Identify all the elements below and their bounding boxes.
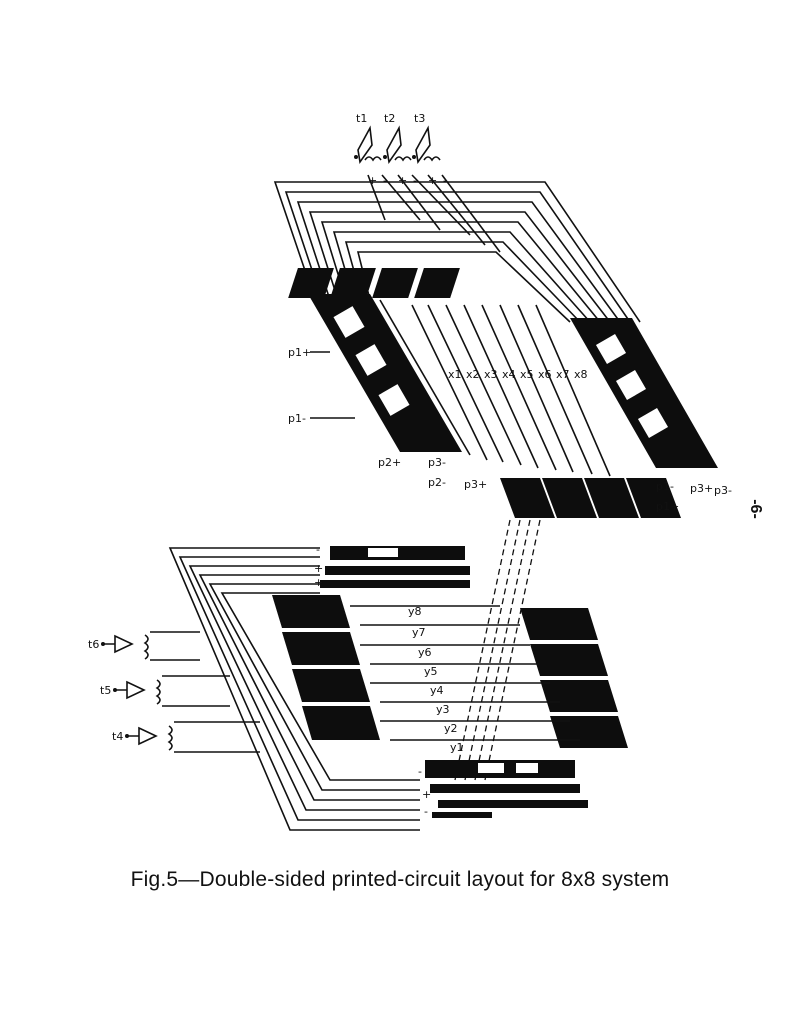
line-label-x6: x6	[538, 368, 552, 381]
line-label-x3: x3	[484, 368, 498, 381]
top-pads-lower	[500, 478, 681, 518]
line-label-y6: y6	[418, 646, 432, 659]
bottom-p-labels: p2+ p3- p2- p3+	[378, 456, 487, 491]
y-line-labels: y8 y7 y6 y5 y4 y3 y2 y1	[408, 605, 464, 754]
transformer-label-t2: t2	[384, 112, 395, 125]
polarity-mark: -	[443, 174, 447, 187]
polarity-mark: -	[316, 543, 320, 556]
p-label: p1-	[288, 412, 306, 425]
p-label: p3+	[464, 478, 487, 491]
p-label: p1+	[288, 346, 311, 359]
bottom-pads-lower	[425, 760, 588, 818]
line-label-y1: y1	[450, 741, 464, 754]
bottom-pads-left	[272, 595, 380, 740]
p-label: p2+	[378, 456, 401, 469]
bottom-pads-upper	[320, 546, 470, 588]
line-label-y7: y7	[412, 626, 426, 639]
x-line-labels: x1 x2 x3 x4 x5 x6 x7 x8	[448, 368, 588, 381]
polarity-mark: +	[422, 788, 431, 801]
bottom-board-wire-loops	[168, 547, 420, 831]
polarity-mark: +	[314, 562, 323, 575]
line-label-y5: y5	[424, 665, 438, 678]
bottom-board: y8 y7 y6 y5 y4 y3 y2 y1 - + + - + -	[88, 543, 628, 831]
transformer-label-t3: t3	[414, 112, 425, 125]
line-label-x4: x4	[502, 368, 516, 381]
transformer-t4: t4	[112, 721, 260, 753]
line-label-y2: y2	[444, 722, 458, 735]
polarity-mark: +	[368, 174, 377, 187]
line-label-x8: x8	[574, 368, 588, 381]
p-label: p1-	[656, 480, 674, 493]
bottom-pads-right	[520, 608, 628, 748]
top-board: t1 t2 t3 + - + - + -	[273, 112, 732, 518]
line-label-x1: x1	[448, 368, 462, 381]
top-transformer-leads	[367, 174, 501, 253]
p-label: p3-	[714, 484, 732, 497]
transformer-t5: t5	[100, 675, 230, 707]
transformer-label-t4: t4	[112, 730, 123, 743]
line-label-y4: y4	[430, 684, 444, 697]
p-label: p2-	[428, 476, 446, 489]
polarity-mark: +	[314, 576, 323, 589]
inter-board-connectors	[454, 519, 541, 781]
p-label: p3-	[428, 456, 446, 469]
transformer-label-t5: t5	[100, 684, 111, 697]
top-pads-left	[308, 294, 471, 456]
line-label-y8: y8	[408, 605, 422, 618]
transformer-t2: t2	[383, 112, 412, 165]
line-label-x5: x5	[520, 368, 534, 381]
p-label: p1+	[656, 500, 679, 513]
bottom-polarity-marks: - + + - + -	[314, 543, 431, 818]
polarity-mark: -	[383, 174, 387, 187]
polarity-mark: -	[424, 805, 428, 818]
line-label-x2: x2	[466, 368, 480, 381]
polarity-mark: +	[428, 174, 437, 187]
bottom-y-lines	[350, 605, 580, 741]
top-pads-right	[570, 318, 718, 468]
polarity-mark: -	[413, 174, 417, 187]
figure-caption: Fig.5—Double-sided printed-circuit layou…	[130, 868, 670, 891]
top-transformers: t1 t2 t3 + - + - + -	[354, 112, 447, 187]
line-label-y3: y3	[436, 703, 450, 716]
transformer-t3: t3	[412, 112, 441, 165]
transformer-label-t1: t1	[356, 112, 367, 125]
left-p-labels: p1+ p1-	[288, 346, 355, 425]
polarity-mark: -	[418, 765, 422, 778]
right-p-labels: p1- p1+ p3+ p3-	[656, 480, 732, 513]
transformer-label-t6: t6	[88, 638, 99, 651]
transformer-t1: t1	[354, 112, 382, 165]
page-number: -6-	[746, 499, 764, 519]
top-pads-upper	[288, 268, 460, 298]
p-label: p3+	[690, 482, 713, 495]
top-x-lines	[411, 304, 611, 477]
transformer-t6: t6	[88, 631, 200, 661]
line-label-x7: x7	[556, 368, 570, 381]
bottom-transformers: t6 t5 t4	[88, 631, 260, 753]
polarity-mark: +	[398, 174, 407, 187]
